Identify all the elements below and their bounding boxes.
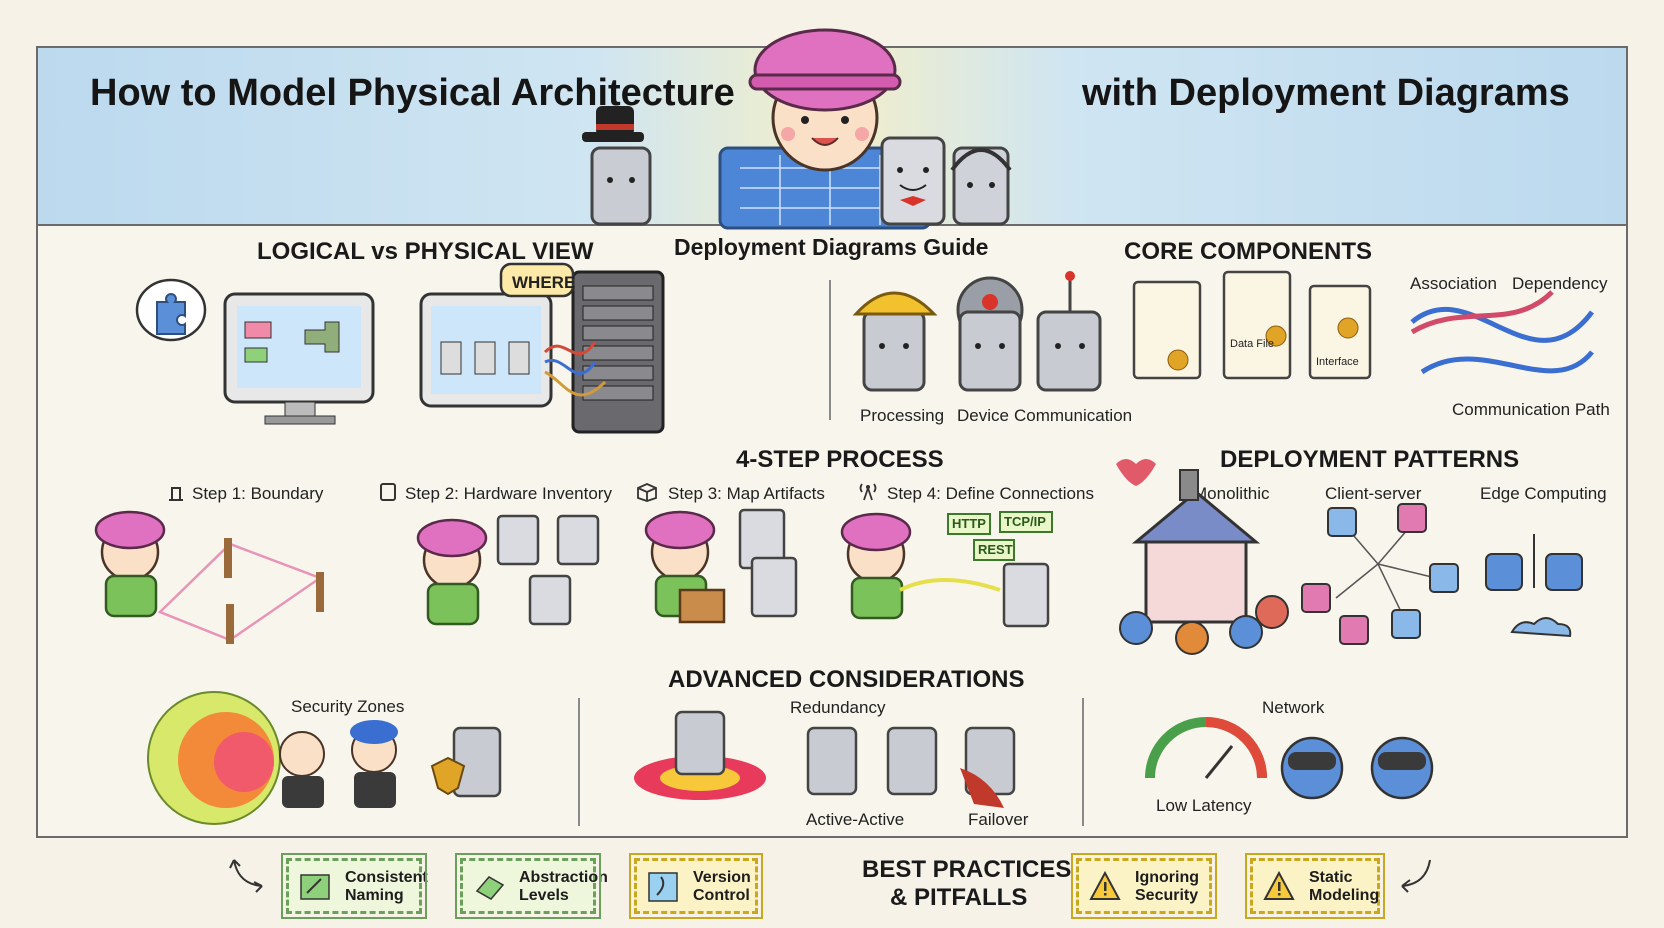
step-4-label: Step 4: Define Connections (887, 484, 1094, 503)
pitfall-2-line2: Modeling (1309, 887, 1380, 904)
practice-version-control: Version Control (629, 853, 763, 919)
redundancy-label: Redundancy (790, 698, 886, 717)
title-right: with Deployment Diagrams (1082, 72, 1570, 114)
divider-adv-1 (578, 698, 580, 826)
logical-physical-illustration (135, 262, 665, 434)
where-tag: WHERE (512, 273, 576, 292)
artifact-interface: Interface (1316, 356, 1359, 368)
patterns-title: DEPLOYMENT PATTERNS (1220, 446, 1520, 473)
antenna-icon (856, 480, 880, 502)
practice-abstraction-levels: Abstraction Levels (455, 853, 608, 919)
security-zones-label: Security Zones (291, 697, 405, 716)
pattern-edge-computing: Edge Computing (1480, 484, 1607, 503)
practice-2-line1: Abstraction (519, 869, 608, 886)
patterns-illustration (1116, 459, 1583, 655)
pitfall-1-line2: Security (1135, 887, 1199, 904)
step-3-label: Step 3: Map Artifacts (668, 484, 825, 503)
divider-top (829, 280, 831, 420)
layers-icon (475, 876, 505, 900)
best-practices-title-2: & PITFALLS (890, 884, 1028, 911)
low-latency-label: Low Latency (1156, 796, 1252, 815)
pitfall-1-line1: Ignoring (1135, 869, 1199, 886)
version-icon (648, 872, 678, 902)
pattern-client-server: Client-server (1325, 484, 1422, 503)
practice-consistent-naming: Consistent Naming (281, 853, 428, 919)
protocol-rest: REST (978, 542, 1013, 557)
pattern-monolithic: Monolithic (1193, 484, 1270, 503)
practice-1-line1: Consistent (345, 869, 428, 886)
practice-1-line2: Naming (345, 887, 404, 904)
protocol-http: HTTP (952, 516, 986, 531)
core-node-device: Device (957, 406, 1009, 425)
box-icon (636, 482, 658, 502)
guide-title: Deployment Diagrams Guide (674, 234, 989, 260)
inventory-icon (378, 482, 398, 502)
core-components-illustration (852, 270, 1594, 392)
warning-icon (1089, 870, 1121, 900)
relation-dependency: Dependency (1512, 274, 1608, 293)
advanced-illustration (147, 691, 1434, 825)
artifact-data-file: Data File (1230, 338, 1275, 350)
step-1-label: Step 1: Boundary (192, 484, 324, 503)
protocol-tcpip: TCP/IP (1004, 514, 1046, 529)
core-node-processing: Processing (860, 406, 945, 425)
step-2-label: Step 2: Hardware Inventory (405, 484, 612, 503)
active-active-label: Active-Active (806, 810, 905, 829)
relation-communication-path: Communication Path (1452, 400, 1610, 419)
rename-icon (300, 874, 330, 900)
failover-label: Failover (968, 810, 1029, 829)
process-title: 4-STEP PROCESS (736, 446, 944, 473)
process-illustration (94, 508, 1053, 644)
curved-arrow-left-icon (228, 856, 268, 897)
practice-3-line1: Version (693, 869, 751, 886)
pitfall-2-line1: Static (1309, 869, 1353, 886)
advanced-title: ADVANCED CONSIDERATIONS (668, 666, 1025, 693)
best-practices-title-1: BEST PRACTICES (862, 856, 1072, 883)
logical-view-title: LOGICAL vs PHYSICAL VIEW (257, 238, 594, 265)
pitfall-static-modeling: Static Modeling (1245, 853, 1385, 919)
core-components-title: CORE COMPONENTS (1124, 238, 1373, 265)
header-mascot-illustration (582, 28, 1012, 230)
pitfall-ignoring-security: Ignoring Security (1071, 853, 1217, 919)
boundary-icon (166, 482, 186, 502)
practice-3-line2: Control (693, 887, 750, 904)
warning-icon (1263, 870, 1295, 900)
core-node-communication: Communication (1014, 406, 1133, 425)
network-label: Network (1262, 698, 1325, 717)
practice-2-line2: Levels (519, 887, 569, 904)
relation-association: Association (1410, 274, 1497, 293)
divider-adv-2 (1082, 698, 1084, 826)
curved-arrow-right-icon (1396, 856, 1436, 897)
